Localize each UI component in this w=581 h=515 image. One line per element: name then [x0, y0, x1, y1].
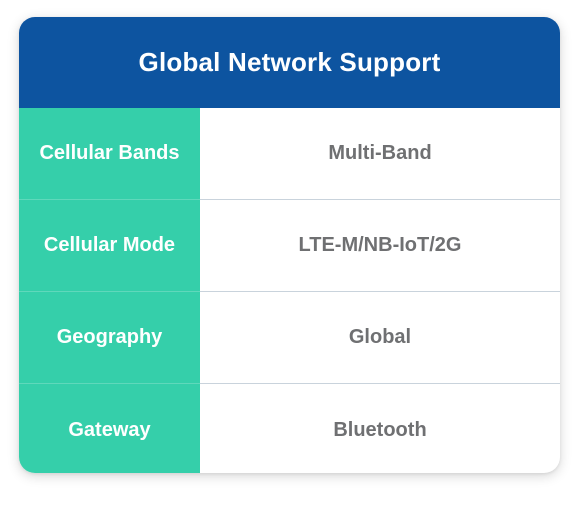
row-label-cellular-bands: Cellular Bands	[19, 108, 200, 200]
row-label-geography: Geography	[19, 292, 200, 384]
table-row: Cellular Bands Multi-Band	[19, 108, 560, 200]
spec-table: Cellular Bands Multi-Band Cellular Mode …	[19, 108, 560, 473]
card-title: Global Network Support	[138, 47, 441, 77]
row-value-cellular-mode: LTE-M/NB-IoT/2G	[298, 234, 462, 256]
card-header: Global Network Support	[19, 17, 560, 108]
network-support-card: Global Network Support Cellular Bands Mu…	[19, 17, 560, 473]
row-label-cellular-mode: Cellular Mode	[19, 200, 200, 292]
row-value-gateway: Bluetooth	[333, 418, 427, 441]
table-row: Gateway Bluetooth	[19, 384, 560, 473]
table-row: Geography Global	[19, 292, 560, 384]
row-label-gateway: Gateway	[19, 384, 200, 473]
row-value-cellular-bands: Multi-Band	[328, 142, 432, 164]
row-value-geography: Global	[348, 326, 412, 348]
table-row: Cellular Mode LTE-M/NB-IoT/2G	[19, 200, 560, 292]
